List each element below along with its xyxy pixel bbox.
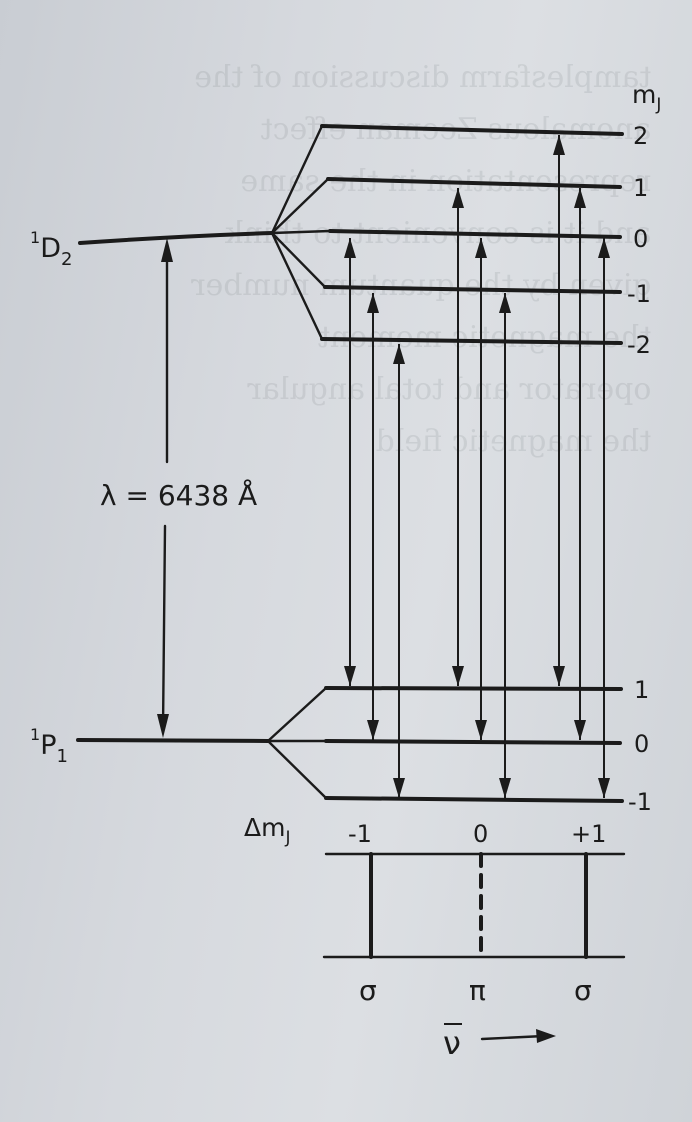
lower-sublevels	[324, 686, 624, 803]
lower-level-1P1	[76, 738, 270, 743]
upper-mj-label-1: 1	[633, 174, 648, 202]
transition-arrow	[499, 293, 511, 798]
lower-splitting-lines	[266, 686, 328, 800]
transition-arrow	[452, 188, 464, 686]
polarization-sigma-plus: σ	[574, 974, 592, 1007]
polarization-sigma-minus: σ	[359, 974, 377, 1007]
transition-arrow	[393, 344, 405, 798]
lower-sublevel-0	[324, 739, 622, 745]
transition-arrow	[475, 238, 487, 740]
upper-mj-label-minus1: -1	[627, 280, 651, 308]
wavelength-arrow	[157, 238, 173, 738]
wavenumber-symbol: ν	[443, 1024, 461, 1062]
transition-arrow	[574, 188, 586, 740]
delta-mj-value-plus1: +1	[571, 820, 606, 848]
lower-sublevel-minus1	[324, 796, 624, 803]
lower-state-label: 1P1	[30, 725, 68, 767]
transition-arrow	[344, 238, 356, 686]
upper-sublevels	[320, 124, 624, 345]
wavenumber-direction-arrow	[480, 1029, 556, 1043]
transition-arrow	[598, 238, 610, 798]
upper-sublevel-0	[328, 229, 622, 239]
upper-splitting-lines	[270, 124, 332, 341]
transition-arrow	[367, 293, 379, 740]
polarization-pi: π	[469, 974, 486, 1007]
upper-sublevel-minus1	[323, 285, 622, 294]
upper-level-1D2	[78, 231, 274, 245]
upper-mj-label-2: 2	[633, 122, 648, 150]
lower-sublevel-1	[324, 686, 623, 691]
spectrum	[322, 852, 626, 959]
lower-mj-label-minus1: -1	[628, 788, 652, 816]
delta-mj-value-minus1: -1	[348, 820, 372, 848]
wavelength-label: λ = 6438 Å	[100, 478, 257, 512]
upper-mj-label-0: 0	[633, 225, 648, 253]
lower-mj-label-1: 1	[634, 676, 649, 704]
upper-sublevel-2	[320, 124, 624, 136]
transition-arrows	[344, 135, 610, 798]
delta-mj-value-0: 0	[473, 820, 488, 848]
upper-sublevel-1	[326, 177, 622, 189]
mj-header: mJ	[632, 80, 661, 115]
transition-arrow	[553, 135, 565, 686]
upper-sublevel-minus2	[320, 337, 623, 345]
lower-mj-label-0: 0	[634, 730, 649, 758]
delta-mj-label: ΔmJ	[244, 813, 290, 848]
upper-mj-label-minus2: -2	[627, 331, 651, 359]
upper-state-label: 1D2	[30, 228, 72, 270]
